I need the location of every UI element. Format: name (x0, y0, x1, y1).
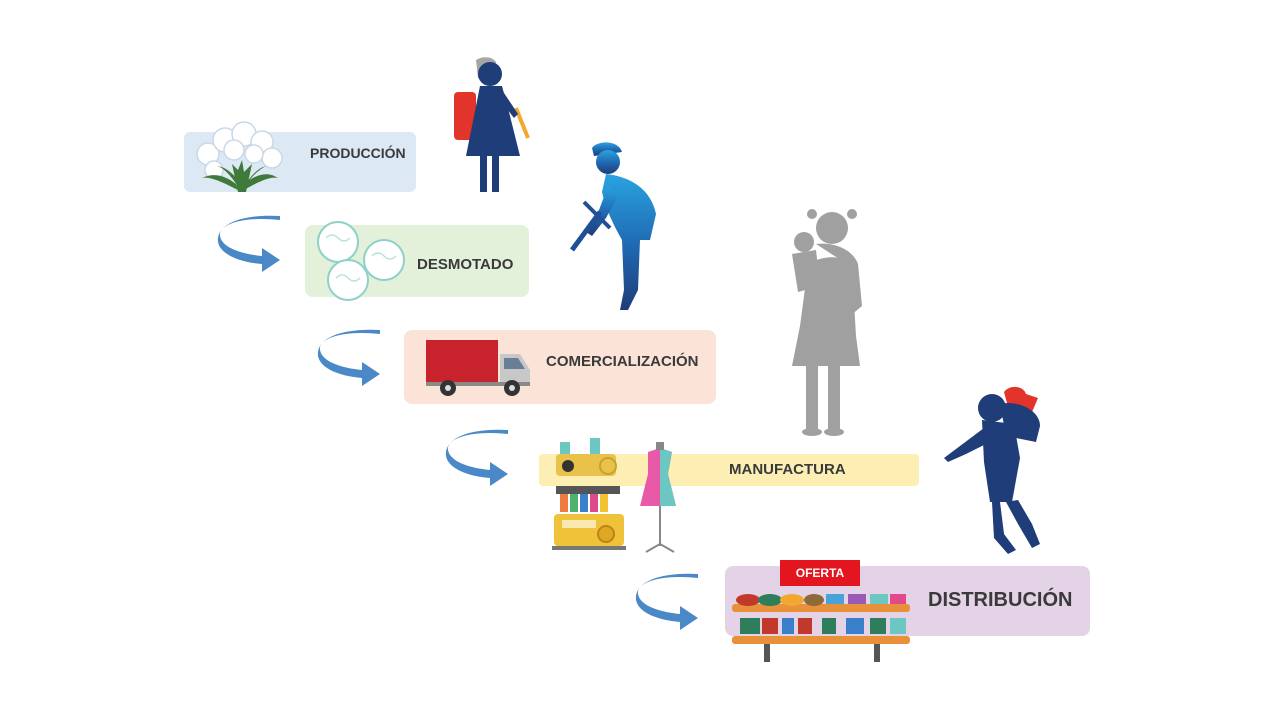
flow-arrow-2 (317, 329, 380, 386)
cotton-plant-icon (196, 121, 283, 192)
flow-arrow-1 (217, 215, 280, 272)
girl-with-backpack-icon (454, 57, 530, 192)
flow-arrow-4 (635, 573, 698, 630)
truck-icon (426, 340, 530, 396)
flow-arrow-3 (445, 429, 508, 486)
stage-desmotado-label: DESMOTADO (417, 256, 514, 273)
stage-produccion-label: PRODUCCIÓN (310, 145, 406, 161)
sewing-machine-icon (552, 438, 676, 553)
child-carrying-load-icon (944, 386, 1040, 554)
stage-manufactura-label: MANUFACTURA (729, 461, 846, 478)
worker-with-pickaxe-icon (569, 142, 656, 310)
cotton-bolls-icon (317, 221, 405, 301)
stage-distribucion-label: DISTRIBUCIÓN (928, 589, 1073, 611)
woman-with-child-icon (792, 209, 862, 436)
store-shelf-icon (732, 594, 910, 662)
oferta-badge: OFERTA (780, 560, 860, 586)
stage-comercializacion-label: COMERCIALIZACIÓN (546, 353, 699, 370)
oferta-badge-label: OFERTA (795, 566, 845, 580)
